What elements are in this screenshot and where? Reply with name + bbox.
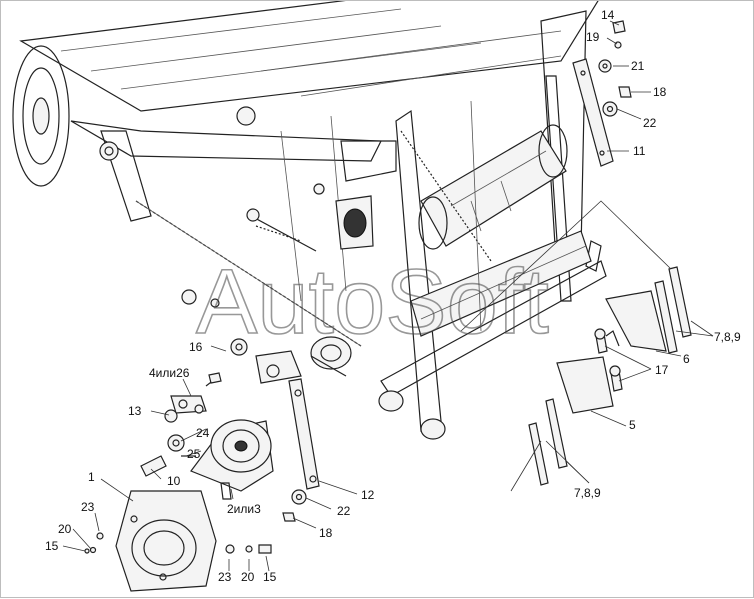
bolts-17 — [594, 328, 623, 392]
callout-20-bottom: 20 — [241, 570, 255, 584]
callout-7-8-9-bottom: 7,8,9 — [574, 486, 601, 500]
callout-1: 1 — [88, 470, 95, 484]
watermark-text: AutoSoft — [196, 251, 549, 353]
shield-6 — [605, 266, 692, 354]
callout-19: 19 — [586, 30, 600, 44]
callout-4-or-26: 4или26 — [149, 366, 190, 380]
callout-25: 25 — [187, 447, 201, 461]
callout-16: 16 — [189, 340, 203, 354]
callout-labels: 14 19 21 18 22 11 7,8,9 6 17 5 7,8,9 16 … — [45, 8, 741, 584]
shield-5 — [528, 356, 614, 486]
callout-10: 10 — [167, 474, 181, 488]
tensioner-assembly — [230, 336, 352, 490]
callout-22-bottom: 22 — [337, 504, 351, 518]
callout-6: 6 — [683, 352, 690, 366]
callout-14: 14 — [601, 8, 615, 22]
tension-spring — [135, 130, 492, 347]
machine-frame — [12, 1, 607, 440]
guard-shroud — [84, 490, 272, 592]
callout-15-bottom: 15 — [263, 570, 277, 584]
callout-13: 13 — [128, 404, 142, 418]
hardware-lower-center — [282, 489, 307, 522]
callout-2-or-3: 2или3 — [227, 502, 261, 516]
callout-21: 21 — [631, 59, 645, 73]
callout-23-bottom: 23 — [218, 570, 232, 584]
callout-18-top: 18 — [653, 85, 667, 99]
callout-17: 17 — [655, 363, 669, 377]
roller-pulley — [190, 419, 274, 500]
strip-plate — [572, 58, 614, 167]
callout-22-top: 22 — [643, 116, 657, 130]
callout-5: 5 — [629, 418, 636, 432]
callout-11: 11 — [633, 144, 646, 158]
callout-7-8-9-right: 7,8,9 — [714, 330, 741, 344]
callout-24: 24 — [196, 426, 210, 440]
callout-18-bottom: 18 — [319, 526, 333, 540]
small-hardware — [140, 372, 222, 477]
callout-20-left: 20 — [58, 522, 72, 536]
bolt-set-right-top — [598, 20, 632, 117]
callout-12: 12 — [361, 488, 375, 502]
callout-15-left: 15 — [45, 539, 59, 553]
mount-bracket — [181, 140, 397, 308]
leader-lines — [62, 20, 714, 572]
callout-23-left: 23 — [81, 500, 95, 514]
